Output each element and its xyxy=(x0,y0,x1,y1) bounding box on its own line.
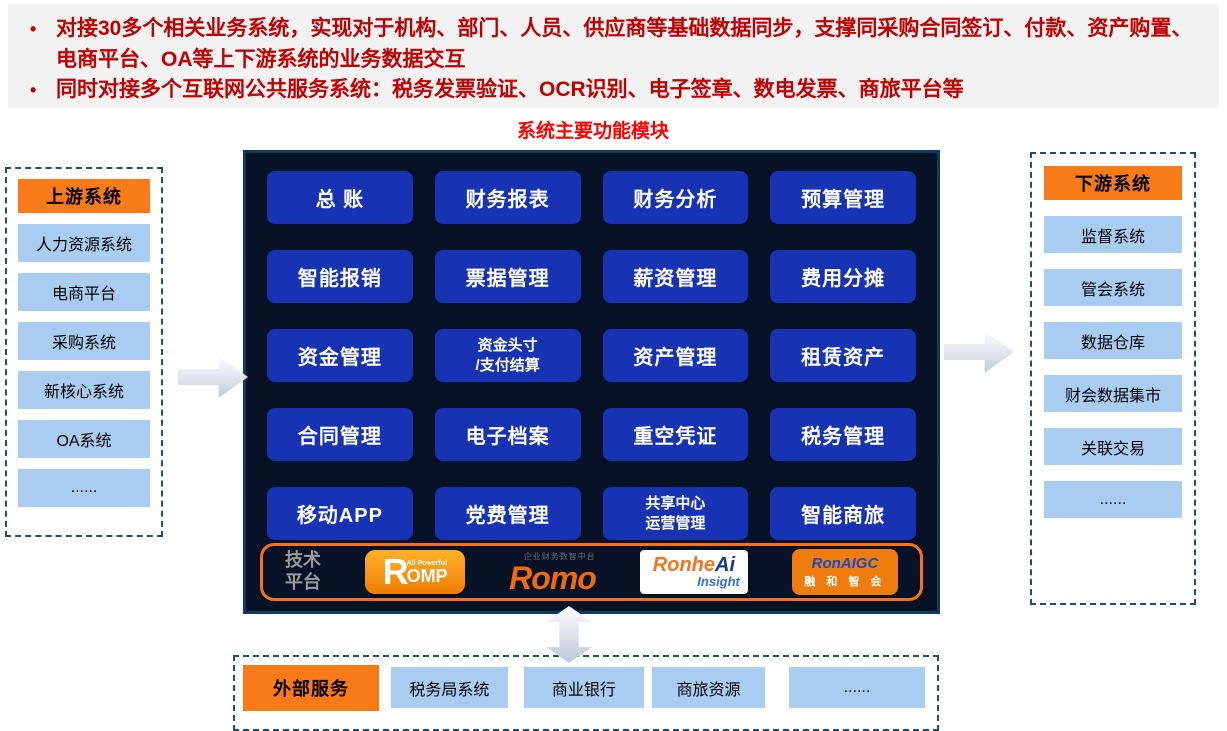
module-tile: 智能商旅 xyxy=(770,487,916,540)
module-tile: 重空凭证 xyxy=(602,408,749,461)
romp-logo: R All Powerful OMP xyxy=(365,550,466,594)
bullet-dot-icon: • xyxy=(30,80,37,101)
intro-bullet-text: 对接30多个相关业务系统，实现对于机构、部门、人员、供应商等基础数据同步，支撑同… xyxy=(56,17,1193,71)
module-tile: 移动APP xyxy=(267,487,413,540)
intro-bullet: • 对接30多个相关业务系统，实现对于机构、部门、人员、供应商等基础数据同步，支… xyxy=(30,14,1201,75)
arrow-upstream-to-main-icon xyxy=(178,356,248,398)
ronheai-logo: RonheAi Insight xyxy=(639,550,748,594)
module-tile: 总 账 xyxy=(267,171,413,224)
external-item: ...... xyxy=(788,667,925,708)
module-tile: 预算管理 xyxy=(770,171,916,224)
downstream-panel: 下游系统 监督系统 管会系统 数据仓库 财会数据集市 关联交易 ...... xyxy=(1030,152,1196,605)
downstream-item: 财会数据集市 xyxy=(1044,375,1182,412)
module-tile: 党费管理 xyxy=(434,487,581,540)
module-tile: 财务分析 xyxy=(602,171,749,224)
upstream-panel: 上游系统 人力资源系统 电商平台 采购系统 新核心系统 OA系统 ...... xyxy=(5,167,163,537)
downstream-item: 关联交易 xyxy=(1044,428,1182,465)
module-tile: 共享中心 运营管理 xyxy=(602,487,749,540)
upstream-item: 电商平台 xyxy=(18,273,150,311)
module-tile: 资金头寸 /支付结算 xyxy=(434,329,581,382)
external-item: 商业银行 xyxy=(523,667,645,708)
romo-logo: 企业财务数智中台 Romo xyxy=(509,551,597,596)
upstream-item: ...... xyxy=(18,469,150,507)
upstream-item: OA系统 xyxy=(18,420,150,458)
external-header: 外部服务 xyxy=(243,665,379,711)
upstream-item: 新核心系统 xyxy=(18,371,150,409)
ronheai-logo-text: Ronhe xyxy=(652,553,715,576)
module-tile: 财务报表 xyxy=(434,171,581,224)
intro-bullet-text: 同时对接多个互联网公共服务系统：税务发票验证、OCR识别、电子签章、数电发票、商… xyxy=(56,78,964,102)
module-tile: 薪资管理 xyxy=(602,250,749,303)
upstream-header: 上游系统 xyxy=(18,179,150,213)
arrow-main-to-downstream-icon xyxy=(944,331,1014,373)
romp-logo-text: OMP xyxy=(406,565,448,586)
modules-grid: 总 账 财务报表 财务分析 预算管理 智能报销 票据管理 薪资管理 费用分摊 资… xyxy=(267,171,916,540)
external-item: 税务局系统 xyxy=(391,667,508,708)
module-tile: 合同管理 xyxy=(267,408,413,461)
downstream-header: 下游系统 xyxy=(1044,166,1182,200)
ronheai-logo-sub: Insight xyxy=(697,573,740,589)
romp-logo-tagline: All Powerful xyxy=(406,559,448,567)
downstream-item: ...... xyxy=(1044,481,1182,518)
downstream-item: 数据仓库 xyxy=(1044,322,1182,359)
module-tile: 智能报销 xyxy=(267,250,413,303)
bullet-dot-icon: • xyxy=(30,19,37,39)
romo-logo-text: Romo xyxy=(509,559,597,596)
external-item: 商旅资源 xyxy=(652,667,765,708)
tech-platform-label: 技术 平台 xyxy=(285,550,321,592)
ronaigc-logo: RonAIGC 融 和 智 会 xyxy=(791,549,898,595)
intro-text-block: • 对接30多个相关业务系统，实现对于机构、部门、人员、供应商等基础数据同步，支… xyxy=(8,4,1219,108)
ronaigc-logo-text: RonAIGC xyxy=(811,555,879,572)
upstream-item: 采购系统 xyxy=(18,322,150,360)
module-tile: 资金管理 xyxy=(267,329,413,382)
external-services-panel: 外部服务 税务局系统 商业银行 商旅资源 ...... xyxy=(233,655,939,731)
intro-bullet: • 同时对接多个互联网公共服务系统：税务发票验证、OCR识别、电子签章、数电发票… xyxy=(30,75,1201,106)
module-tile: 票据管理 xyxy=(434,250,581,303)
ronaigc-logo-sub: 融 和 智 会 xyxy=(804,576,886,588)
romp-logo-r: R xyxy=(382,551,409,592)
main-modules-box: 总 账 财务报表 财务分析 预算管理 智能报销 票据管理 薪资管理 费用分摊 资… xyxy=(243,150,940,614)
romo-logo-tagline: 企业财务数智中台 xyxy=(523,551,596,561)
upstream-item: 人力资源系统 xyxy=(18,224,150,262)
tech-platform-bar: 技术 平台 R All Powerful OMP 企业财务数智中台 Romo R… xyxy=(260,543,923,601)
module-tile: 资产管理 xyxy=(602,329,749,382)
module-tile: 租赁资产 xyxy=(770,329,916,382)
diagram-title: 系统主要功能模块 xyxy=(516,121,669,142)
module-tile: 电子档案 xyxy=(434,408,581,461)
ronheai-logo-ai: Ai xyxy=(715,553,735,576)
downstream-item: 管会系统 xyxy=(1044,269,1182,306)
module-tile: 费用分摊 xyxy=(770,250,916,303)
downstream-item: 监督系统 xyxy=(1044,216,1182,253)
module-tile: 税务管理 xyxy=(770,408,916,461)
